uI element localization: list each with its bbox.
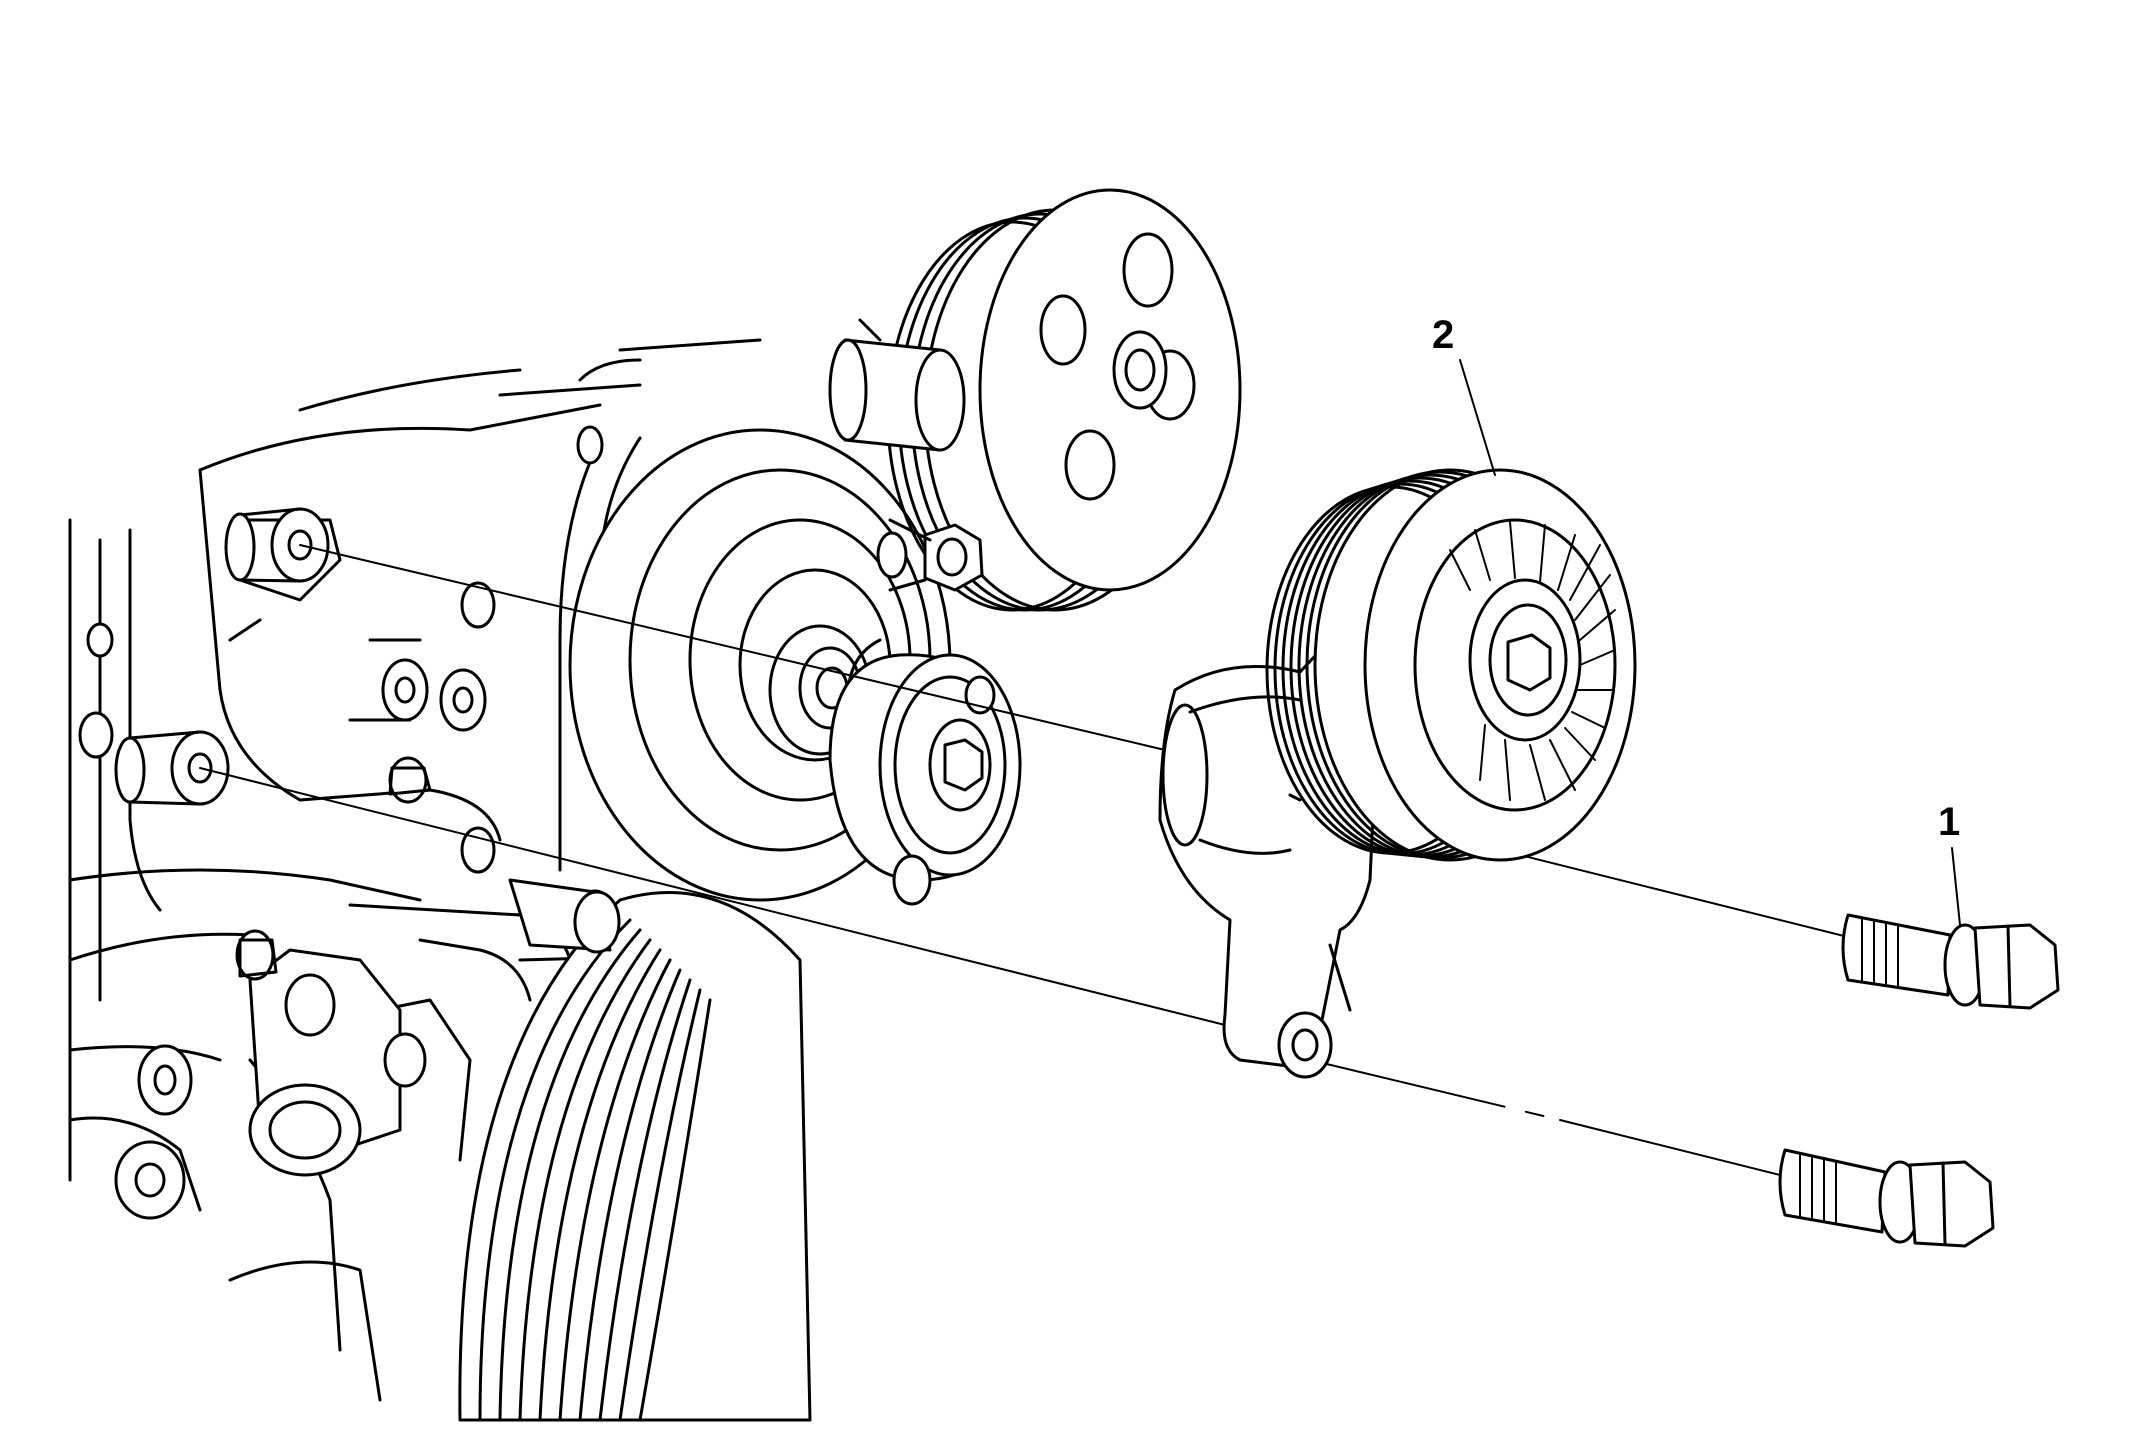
upper-pulley xyxy=(828,188,1242,612)
engine-block-outline xyxy=(68,338,762,1402)
drive-belt-tensioner xyxy=(1158,468,1637,1079)
crankshaft-balancer xyxy=(458,891,812,1422)
tensioner-bolt-upper xyxy=(1841,913,2060,1010)
callout-2: 2 xyxy=(1432,313,1496,476)
callout-1-label: 1 xyxy=(1938,800,1960,844)
callout-2-label: 2 xyxy=(1432,313,1454,357)
pulley-spokes xyxy=(1449,521,1616,801)
engine-bracket-arm xyxy=(508,878,621,954)
idler-pulley xyxy=(828,638,1022,906)
engine-bosses xyxy=(78,425,619,1220)
callout-1: 1 xyxy=(1938,800,1961,926)
alignment-lines xyxy=(199,544,1861,1181)
tensioner-bolt-lower xyxy=(1778,1148,1995,1248)
